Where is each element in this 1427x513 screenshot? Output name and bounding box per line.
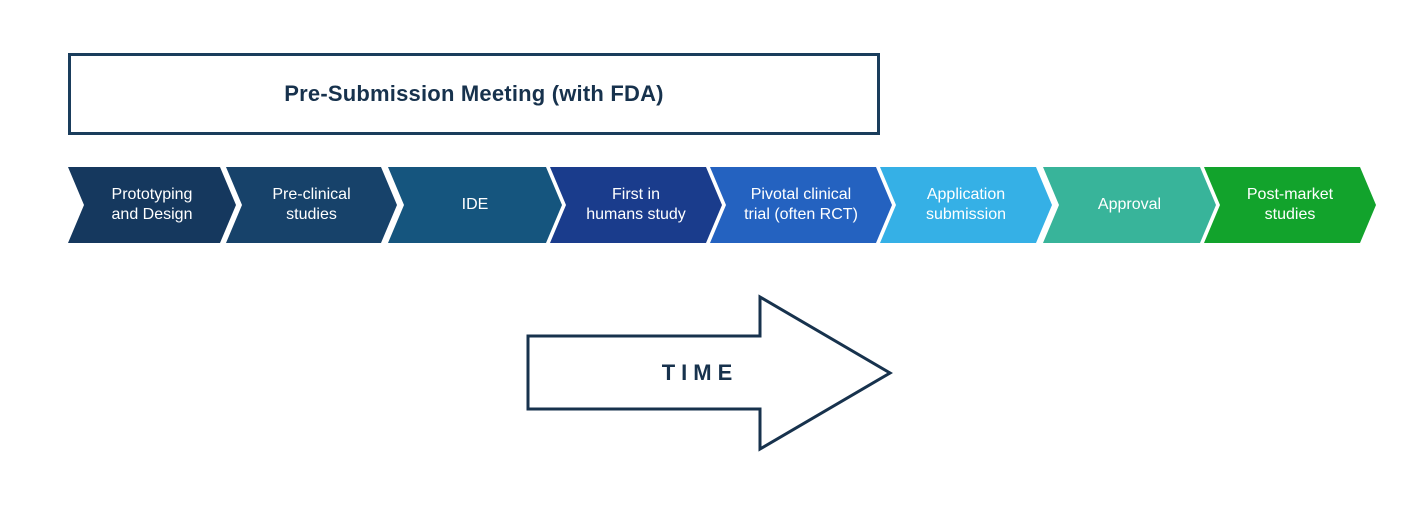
stage-label-approval: Approval bbox=[1097, 196, 1162, 213]
stage-chevron-application-submission bbox=[880, 167, 1052, 243]
stage-chevron-approval bbox=[1043, 167, 1216, 243]
time-arrow-outline bbox=[526, 294, 893, 452]
stage-label-post-market: Post-market studies bbox=[1246, 186, 1334, 223]
stage-label-pivotal-trial: Pivotal clinical trial (often RCT) bbox=[744, 186, 858, 223]
stage-chevron-first-in-humans bbox=[550, 167, 722, 243]
stage-label-pre-clinical: Pre-clinical studies bbox=[272, 186, 351, 223]
stage-label-prototyping: Prototyping and Design bbox=[111, 186, 193, 223]
stage-chevron-prototyping bbox=[68, 167, 236, 243]
stage-chevron-pre-clinical bbox=[226, 167, 397, 243]
stage-label-first-in-humans: First in humans study bbox=[586, 186, 686, 223]
stage-label-application-submission: Application submission bbox=[925, 186, 1007, 223]
stage-chevron-ide bbox=[388, 167, 562, 243]
pre-submission-meeting-box: Pre-Submission Meeting (with FDA) bbox=[68, 53, 880, 135]
stage-label-ide: IDE bbox=[461, 196, 489, 213]
stage-chevron-pivotal-trial bbox=[710, 167, 892, 243]
stage-chevron-post-market bbox=[1204, 167, 1376, 243]
pre-submission-meeting-label: Pre-Submission Meeting (with FDA) bbox=[284, 81, 664, 106]
time-label: TIME bbox=[661, 360, 739, 385]
